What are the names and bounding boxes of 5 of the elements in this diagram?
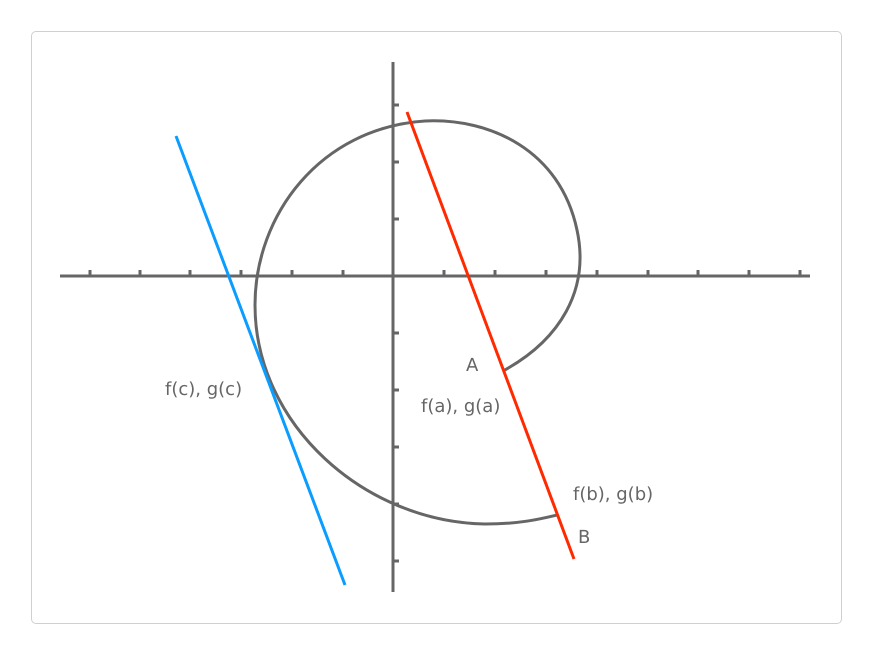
coordinate-label: f(c), g(c) — [165, 379, 242, 401]
point-label: B — [578, 527, 590, 549]
point-label: A — [466, 355, 478, 377]
coordinate-label: f(a), g(a) — [421, 396, 500, 418]
coordinate-label: f(b), g(b) — [573, 484, 654, 506]
